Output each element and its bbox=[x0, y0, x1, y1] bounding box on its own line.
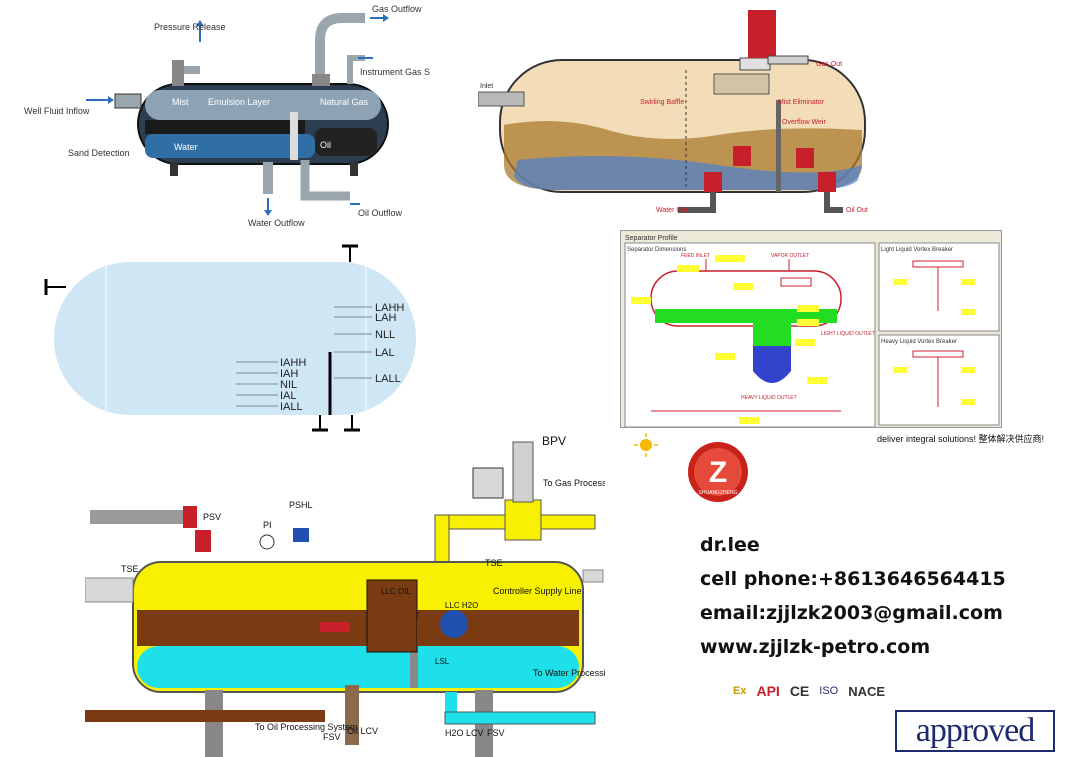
cert-iso-icon: ISO bbox=[819, 685, 839, 697]
label-llc-oil: LLC OIL bbox=[381, 587, 411, 596]
label-tse-right: TSE bbox=[485, 558, 503, 568]
label-water-out: Water Out bbox=[656, 207, 688, 214]
label-pressure-release: Pressure Release bbox=[154, 22, 226, 32]
label-to-oil: To Oil Processing System bbox=[255, 722, 358, 732]
level-diagram: LAHH LAH NLL LAL LALL IAHH IAH NIL IAL I… bbox=[26, 232, 451, 442]
separator-profile-window: Separator Profile Separator Dimensions F… bbox=[620, 230, 1002, 428]
profile-feed-inlet: FEED INLET bbox=[681, 253, 710, 259]
label-to-water: To Water Processing Systems bbox=[533, 668, 605, 678]
label-natural-gas: Natural Gas bbox=[320, 97, 369, 107]
level-nll: NLL bbox=[375, 329, 395, 341]
label-inlet: Inlet bbox=[480, 83, 493, 90]
separator-diagram-1: Gas Outflow Pressure Release Instrument … bbox=[20, 0, 430, 230]
contact-name: dr.lee bbox=[700, 534, 760, 556]
contact-phone: cell phone:+8613646564415 bbox=[700, 568, 1006, 590]
contact-website[interactable]: www.zjjlzk-petro.com bbox=[700, 636, 931, 658]
label-pi: PI bbox=[263, 520, 272, 530]
level-iah: IAH bbox=[280, 368, 298, 380]
level-lahh: LAHH bbox=[375, 302, 404, 314]
profile-dims-title: Separator Dimensions bbox=[627, 247, 686, 253]
label-fsv: FSV bbox=[323, 732, 341, 742]
company-logo: Z SHUANGZHENG bbox=[678, 440, 756, 504]
label-baffle: Swirling Baffle bbox=[640, 99, 684, 106]
label-sand: Sand Detection bbox=[68, 148, 130, 158]
label-emulsion: Emulsion Layer bbox=[208, 97, 270, 107]
level-iahh: IAHH bbox=[280, 357, 306, 369]
cert-ex-icon: Ex bbox=[733, 685, 747, 697]
process-diagram: BPV To Gas Processing Systems PSV PI PSH… bbox=[85, 430, 605, 757]
certification-row: Ex API CE ISO NACE bbox=[733, 680, 1058, 702]
cert-api-icon: API bbox=[756, 683, 780, 699]
label-lsl: LSL bbox=[435, 657, 450, 666]
slogan-text: deliver integral solutions! 整体解决供应商! bbox=[877, 434, 1045, 444]
label-mist: Mist bbox=[172, 97, 189, 107]
cert-ce-icon: CE bbox=[789, 683, 810, 699]
level-lal: LAL bbox=[375, 347, 395, 359]
label-water-outflow: Water Outflow bbox=[248, 218, 305, 228]
label-fsv2: FSV bbox=[487, 728, 505, 738]
label-overflow-weir: Overflow Weir bbox=[782, 119, 826, 126]
profile-heavy-outlet: HEAVY LIQUID OUTLET bbox=[741, 395, 797, 401]
label-well-fluid: Well Fluid Inflow bbox=[24, 106, 90, 116]
sun-icon bbox=[634, 432, 658, 458]
label-bpv: BPV bbox=[542, 434, 566, 448]
label-pshl: PSHL bbox=[289, 500, 313, 510]
cert-nace-icon: NACE bbox=[848, 683, 886, 699]
contact-block: dr.lee cell phone:+8613646564415 email:z… bbox=[700, 528, 1006, 664]
profile-title: Separator Profile bbox=[625, 235, 678, 242]
logo-text: SHUANGZHENG bbox=[699, 490, 738, 496]
level-nil: NIL bbox=[280, 379, 297, 391]
label-llc-h2o: LLC H2O bbox=[445, 601, 478, 610]
contact-email: email:zjjlzk2003@gmail.com bbox=[700, 602, 1003, 624]
label-oil-out: Oil Out bbox=[846, 207, 868, 214]
separator-diagram-2: Inlet Gas Out Swirling Baffle Mist Elimi… bbox=[478, 0, 878, 222]
label-h2o-lcv: H2O LCV bbox=[445, 728, 484, 738]
label-oil-outflow: Oil Outflow bbox=[358, 208, 403, 218]
label-mist-eliminator: Mist Eliminator bbox=[778, 99, 825, 106]
label-gas-out: Gas Out bbox=[816, 61, 842, 68]
label-gas-outflow: Gas Outflow bbox=[372, 4, 422, 14]
level-ial: IAL bbox=[280, 390, 297, 402]
label-instrument-gas: Instrument Gas Supply bbox=[360, 67, 430, 77]
level-lall: LALL bbox=[375, 373, 401, 385]
profile-light-outlet: LIGHT LIQUID OUTLET bbox=[821, 331, 875, 337]
label-oil-lcv: Oil LCV bbox=[347, 726, 378, 736]
heavy-vortex-title: Heavy Liquid Vortex Breaker bbox=[881, 339, 957, 345]
label-psv: PSV bbox=[203, 512, 221, 522]
level-lah: LAH bbox=[375, 312, 396, 324]
light-vortex-title: Light Liquid Vortex Breaker bbox=[881, 247, 953, 253]
label-oil: Oil bbox=[320, 140, 331, 150]
level-iall: IALL bbox=[280, 401, 303, 413]
label-controller: Controller Supply Line bbox=[493, 586, 582, 596]
label-tse-left: TSE bbox=[121, 564, 139, 574]
label-water: Water bbox=[174, 142, 198, 152]
profile-vapor-outlet: VAPOR OUTLET bbox=[771, 253, 809, 259]
label-to-gas: To Gas Processing Systems bbox=[543, 478, 605, 488]
approved-stamp: approved bbox=[895, 710, 1055, 752]
svg-text:Z: Z bbox=[709, 456, 727, 489]
